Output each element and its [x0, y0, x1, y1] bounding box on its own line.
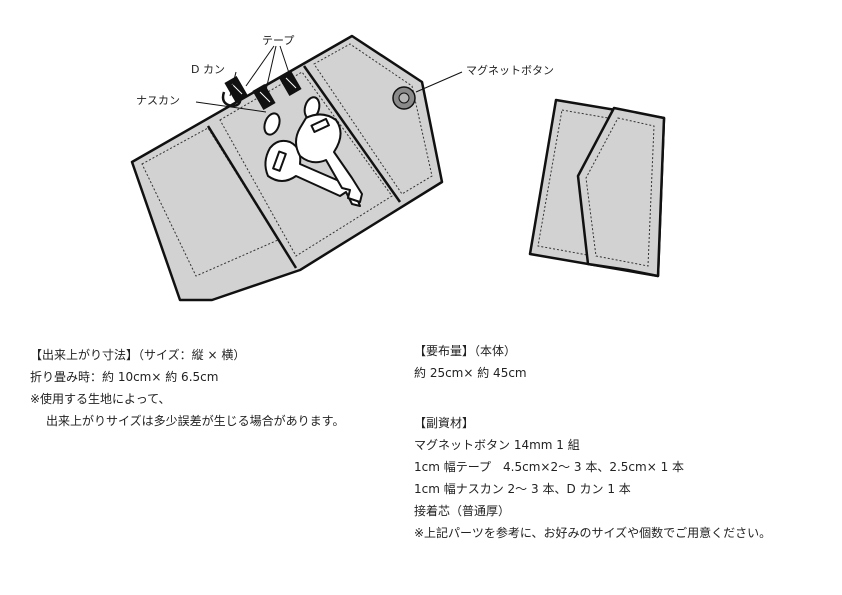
material-item: 1cm 幅テープ 4.5cm×2～ 3 本、2.5cm× 1 本	[414, 460, 685, 474]
tape-leader-2	[265, 45, 277, 91]
snap-hook-leader	[195, 101, 267, 113]
folded-size: 折り畳み時：約 10cm× 約 6.5cm	[30, 370, 219, 384]
magnet-button-icon	[392, 86, 416, 110]
snap-hook-icons	[263, 96, 321, 136]
fold-line-right	[302, 65, 402, 203]
material-item: 接着芯（普通厚）	[414, 504, 511, 518]
material-item: 1cm 幅ナスカン 2～ 3 本、D カン 1 本	[414, 482, 631, 496]
materials-section: 【副資材】 マグネットボタン 14mm 1 組 1cm 幅テープ 4.5cm×2…	[414, 412, 771, 544]
tape-leader-3	[279, 45, 291, 77]
material-note: ※上記パーツを参考に、お好みのサイズや個数でご用意ください。	[414, 526, 772, 540]
keys-icon	[264, 113, 363, 207]
size-section: 【出来上がり寸法】（サイズ：縦 × 横） 折り畳み時：約 10cm× 約 6.5…	[30, 344, 344, 432]
fold-line-left	[206, 125, 298, 269]
magnet-leader	[415, 71, 463, 93]
tapes	[224, 69, 302, 111]
d-ring-icon	[221, 91, 242, 108]
size-note-line1: ※使用する生地によって、	[30, 392, 171, 406]
key-case-illustration: テープ D カン ナスカン マグネットボタン	[130, 34, 666, 302]
closed-key-case	[528, 98, 666, 278]
size-note-line2: 出来上がりサイズは多少誤差が生じる場合があります。	[46, 414, 345, 428]
fabric-heading: 【要布量】（本体）	[414, 344, 517, 358]
material-item: マグネットボタン 14mm 1 組	[414, 438, 580, 452]
fabric-amount: 約 25cm× 約 45cm	[414, 366, 527, 380]
open-key-case: テープ D カン ナスカン マグネットボタン	[130, 34, 554, 302]
middle-panel-stitch	[219, 71, 393, 257]
fabric-section: 【要布量】（本体） 約 25cm× 約 45cm	[414, 340, 527, 384]
materials-heading: 【副資材】	[414, 416, 475, 430]
label-snap-hook: ナスカン	[136, 94, 180, 107]
size-heading: 【出来上がり寸法】（サイズ：縦 × 横）	[30, 348, 246, 362]
label-tape: テープ	[262, 34, 294, 47]
label-d-ring: D カン	[191, 63, 225, 76]
d-ring-leader	[229, 71, 237, 97]
closed-flap	[576, 106, 666, 278]
flap-stitch	[313, 43, 433, 195]
label-magnet-button: マグネットボタン	[466, 63, 554, 77]
tape-leader-1	[245, 45, 275, 87]
